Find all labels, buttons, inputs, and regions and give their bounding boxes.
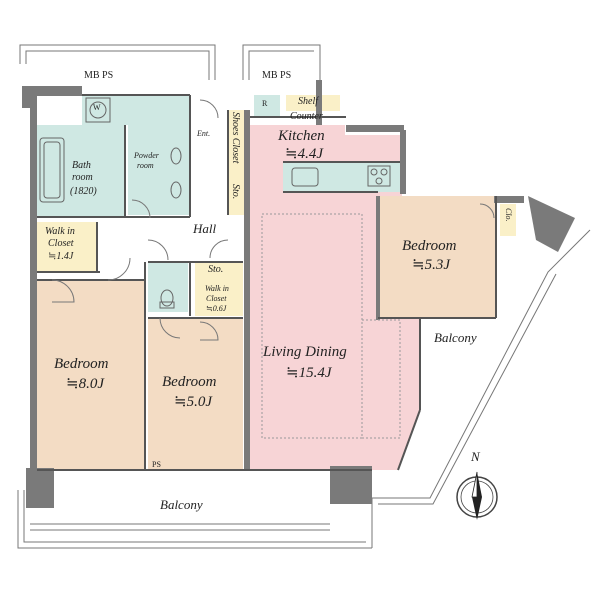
powder-room-label-line2: room xyxy=(137,161,154,170)
living-dining-size: ≒15.4J xyxy=(286,365,332,381)
kitchen-counter-floor xyxy=(283,162,400,192)
walk-in-closet-left-size: ≒1.4J xyxy=(48,251,74,262)
kitchen-sink xyxy=(291,167,319,187)
bedroom-right-floor xyxy=(378,196,496,318)
walk-in-closet-left-floor xyxy=(37,222,97,272)
living-dashed-area xyxy=(261,213,363,439)
washer-floor xyxy=(82,95,190,125)
walk-in-closet-small-label-line2: Closet xyxy=(206,294,227,303)
bathroom-label: Bath xyxy=(72,160,91,171)
closet-right-floor xyxy=(500,204,516,236)
bedroom-middle-size: ≒5.0J xyxy=(174,394,212,410)
bedroom-middle-floor xyxy=(148,318,243,470)
shoes-closet-label: Shoes Closet xyxy=(230,112,241,164)
sink-2 xyxy=(170,181,182,199)
bathroom-size: (1820) xyxy=(70,186,97,197)
entrance-label: Ent. xyxy=(197,129,211,138)
bathroom-floor xyxy=(37,125,125,217)
balcony-right-label: Balcony xyxy=(434,330,477,345)
storage-vertical-label: Sto. xyxy=(230,184,241,200)
exterior-lines xyxy=(17,44,591,549)
bedroom-middle-label: Bedroom xyxy=(162,374,217,390)
kitchen-size: ≒4.4J xyxy=(285,146,323,162)
fridge-floor xyxy=(254,95,280,117)
closet-right-label: Clo. xyxy=(503,208,513,222)
mb-ps-label-right: MB PS xyxy=(262,70,292,81)
shelf-label: Shelf xyxy=(298,96,318,107)
toilet-bowl xyxy=(160,289,174,307)
mb-ps-label-left: MB PS xyxy=(84,70,114,81)
stove xyxy=(367,165,391,187)
partitions xyxy=(37,94,497,471)
washer-label: W xyxy=(93,103,101,112)
shoes-closet-floor xyxy=(228,110,244,215)
walk-in-closet-left-label-line2: Closet xyxy=(48,238,74,249)
compass-n-label: N xyxy=(471,449,480,464)
bedroom-right-label: Bedroom xyxy=(402,238,457,254)
walk-in-closet-small-size: ≒0.6J xyxy=(206,304,227,313)
bedroom-right-size: ≒5.3J xyxy=(412,257,450,273)
walls xyxy=(22,80,575,508)
bedroom-left-floor xyxy=(37,280,145,470)
powder-room-floor xyxy=(128,125,190,215)
walk-in-closet-left-label: Walk in xyxy=(45,226,75,237)
room-fills xyxy=(37,95,516,470)
door-swings xyxy=(51,99,495,341)
fixtures xyxy=(39,97,391,309)
storage-hall-label: Sto. xyxy=(208,264,224,275)
balcony-bottom-label: Balcony xyxy=(160,497,203,512)
compass-rose xyxy=(456,471,498,520)
living-dining-label: Living Dining xyxy=(263,344,347,360)
counter-label: Counter xyxy=(290,111,323,122)
walk-in-closet-small-floor xyxy=(195,280,243,316)
bedroom-left-size: ≒8.0J xyxy=(66,376,104,392)
ps-bottom-label: PS xyxy=(152,460,161,469)
bathroom-label-line2: room xyxy=(72,172,93,183)
powder-room-label: Powder xyxy=(134,151,159,160)
kitchen-label: Kitchen xyxy=(278,128,325,144)
sink-1 xyxy=(170,147,182,165)
living-dashed-edge xyxy=(362,319,401,439)
washer xyxy=(85,97,111,123)
bedroom-left-label: Bedroom xyxy=(54,356,109,372)
shelf-floor xyxy=(286,95,340,111)
refrigerator-label: R xyxy=(262,99,268,108)
bathtub xyxy=(39,137,65,203)
storage-hall-floor xyxy=(195,262,243,280)
hall-label: Hall xyxy=(193,221,217,236)
toilet-floor xyxy=(148,262,188,312)
walk-in-closet-small-label: Walk in xyxy=(205,284,229,293)
